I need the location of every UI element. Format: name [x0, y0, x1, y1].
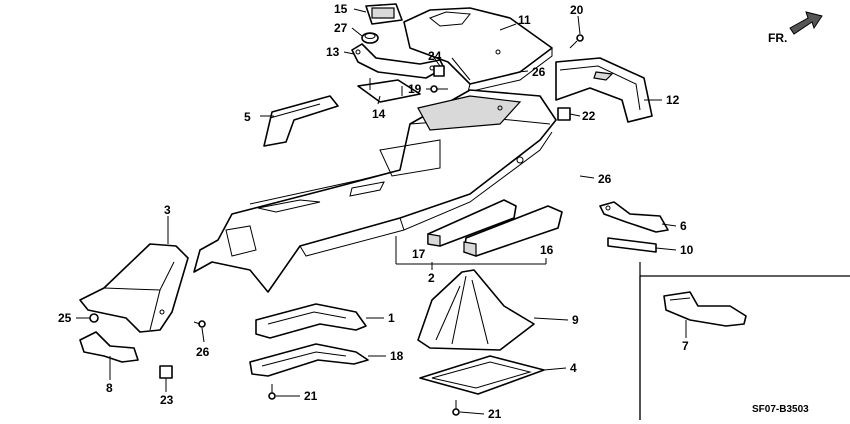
part-4-base: [419, 355, 545, 395]
part-11-rear-console: [403, 7, 553, 93]
callout-23: 23: [160, 393, 174, 407]
callout-18: 18: [390, 349, 404, 363]
direction-label: FR.: [768, 31, 787, 45]
callout-7: 7: [682, 339, 689, 353]
callouts: 15 27 13 14 24 19 11 20 26 12 22 26 5 6 …: [58, 2, 694, 421]
callout-4: 4: [570, 361, 577, 375]
callout-26-left: 26: [196, 345, 210, 359]
part-9-boot: [417, 269, 535, 351]
callout-10: 10: [680, 243, 694, 257]
part-23-clip: [159, 365, 173, 379]
inset-frame: [639, 262, 850, 420]
callout-19: 19: [408, 82, 422, 96]
part-24-clip: [433, 65, 445, 77]
part-15-panel: [365, 3, 403, 25]
part-26-screw-left: [193, 320, 206, 328]
leader-lines: [76, 8, 687, 415]
callout-22: 22: [582, 109, 596, 123]
callout-11: 11: [518, 13, 531, 27]
part-25-screw: [89, 313, 99, 323]
part-13-bracket: [351, 43, 445, 79]
part-18-tray: [249, 343, 369, 377]
callout-13: 13: [326, 45, 340, 59]
part-27-grommet: [361, 32, 379, 44]
arrow-icon: [789, 11, 823, 35]
callout-26-mid: 26: [598, 172, 612, 186]
part-1-tray: [255, 303, 367, 339]
callout-2: 2: [428, 271, 435, 285]
callout-24: 24: [428, 49, 442, 63]
callout-17: 17: [412, 247, 426, 261]
callout-8: 8: [106, 381, 113, 395]
part-22-clip: [557, 107, 571, 121]
part-8-bracket: [79, 331, 139, 363]
callout-6: 6: [680, 219, 687, 233]
part-3-armrest: [79, 243, 189, 333]
diagram-code: SF07-B3503: [752, 404, 809, 415]
callout-26-top: 26: [532, 65, 546, 79]
callout-21-right: 21: [488, 407, 502, 421]
callout-5: 5: [244, 110, 251, 124]
part-21-screw-left: [268, 384, 276, 400]
part-19-screw: [430, 85, 448, 93]
callout-14: 14: [372, 107, 386, 121]
part-16-pad: [463, 205, 563, 257]
part-12-rear-cover: [555, 57, 653, 123]
part-17-pad: [427, 199, 517, 247]
part-21-screw-right: [452, 400, 460, 416]
direction-indicator: FR.: [768, 11, 823, 45]
part-5-lid: [263, 95, 339, 147]
callout-3: 3: [164, 203, 171, 217]
callout-9: 9: [572, 313, 579, 327]
part-20-screw: [569, 34, 584, 49]
callout-25: 25: [58, 311, 72, 325]
callout-20: 20: [570, 3, 584, 17]
callout-16: 16: [540, 243, 554, 257]
callout-21-left: 21: [304, 389, 318, 403]
callout-15: 15: [334, 2, 348, 16]
part-14-plate: [357, 78, 421, 103]
part-6-bracket: [599, 201, 669, 233]
callout-12: 12: [666, 93, 680, 107]
part-10-strip: [607, 237, 657, 253]
callout-27: 27: [334, 21, 348, 35]
main-console: [193, 89, 557, 293]
callout-1: 1: [388, 311, 395, 325]
